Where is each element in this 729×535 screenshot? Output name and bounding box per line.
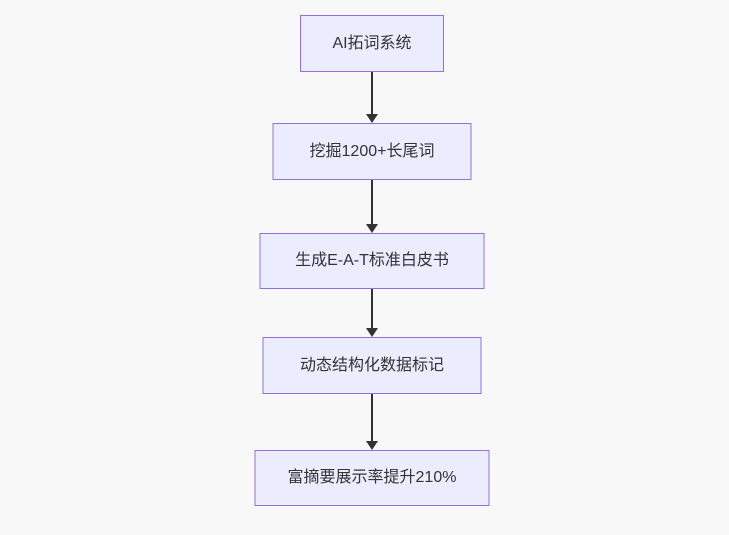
arrow-n2-n3 [366,180,378,233]
arrow-n4-n5 [366,394,378,450]
flow-node-label: 挖掘1200+长尾词 [309,142,435,160]
arrowhead-down-icon [366,224,378,233]
flow-node-structured-data-markup: 动态结构化数据标记 [262,337,482,394]
flow-node-ai-keyword-system: AI拓词系统 [300,15,444,72]
flow-node-label: 富摘要展示率提升210% [287,469,457,486]
arrow-shaft [371,289,373,328]
arrowhead-down-icon [366,328,378,337]
arrow-n3-n4 [366,289,378,337]
arrow-shaft [371,72,373,114]
arrow-shaft [371,180,373,224]
flow-node-label: 动态结构化数据标记 [299,356,444,374]
flow-node-eat-whitepaper: 生成E-A-T标准白皮书 [259,233,485,289]
arrow-shaft [371,394,373,441]
arrowhead-down-icon [366,441,378,450]
flow-node-longtail-mining: 挖掘1200+长尾词 [272,123,472,180]
arrow-n1-n2 [366,72,378,123]
flow-node-label: AI拓词系统 [332,34,412,52]
flow-node-rich-snippet-result: 富摘要展示率提升210% [254,450,490,506]
arrowhead-down-icon [366,114,378,123]
flow-node-label: 生成E-A-T标准白皮书 [295,252,449,269]
